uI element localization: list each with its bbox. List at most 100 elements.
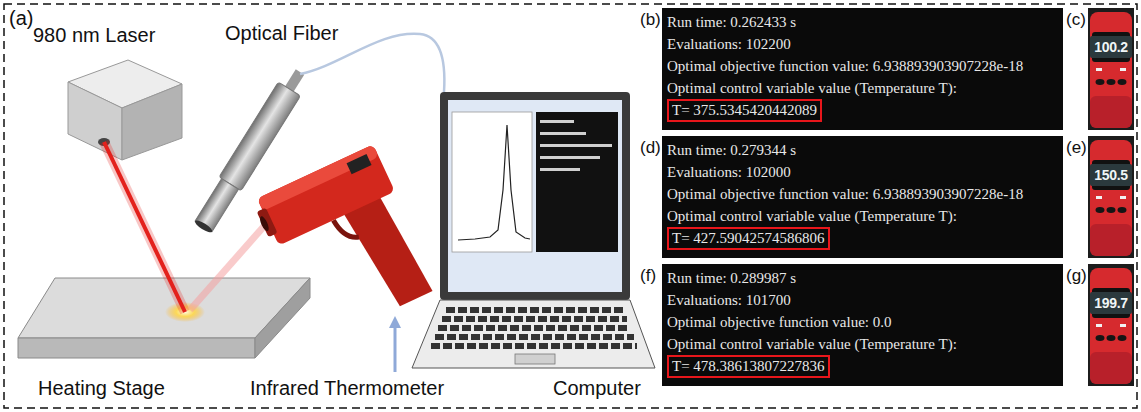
result-highlight-box: T= 375.5345420442089 (667, 99, 822, 122)
key-row (435, 334, 634, 340)
panel-letter: (e) (1066, 138, 1087, 158)
device-button (1096, 79, 1105, 85)
device-icon (1096, 324, 1102, 327)
probe-body (219, 82, 300, 191)
device-icon (1096, 196, 1102, 199)
component-label: Heating Stage (38, 377, 165, 400)
device-lower (1090, 352, 1132, 384)
key-row (446, 307, 624, 313)
infrared-beam (190, 224, 266, 310)
panel-letter: (f) (640, 266, 656, 286)
terminal-line: Optimal objective function value: 6.9388… (667, 55, 1023, 77)
device-body (1090, 12, 1132, 128)
component-label: 980 nm Laser (33, 24, 155, 47)
console-line (540, 168, 580, 171)
device-body (1090, 268, 1132, 384)
thermometer-display: 199.7 (1090, 292, 1132, 314)
terminal-line: Optimal control variable value (Temperat… (667, 205, 957, 227)
thermometer-photo (1088, 136, 1134, 258)
key-row (438, 325, 630, 331)
device-icon (1096, 68, 1102, 71)
temperature-result: T= 427.59042574586806 (672, 229, 825, 248)
photo-ground (1088, 8, 1134, 130)
console-line (540, 156, 600, 159)
thermometer-display: 100.2 (1090, 36, 1132, 58)
screen-plot (452, 112, 532, 252)
console-line (540, 132, 586, 135)
console-line (540, 120, 574, 123)
screen-console (536, 112, 618, 252)
laser-front (68, 82, 122, 160)
pointer-arrow (394, 322, 397, 372)
key-row (431, 343, 637, 349)
device-icon (1120, 196, 1126, 199)
terminal-window: Run time: 0.262433 sEvaluations: 102200O… (662, 8, 1063, 130)
device-button (1107, 207, 1116, 213)
stage-side (255, 278, 310, 358)
stage-front (18, 338, 255, 358)
photo-ground (1088, 136, 1134, 258)
terminal-line: Optimal objective function value: 0.0 (667, 311, 892, 333)
thermometer-handle (343, 193, 432, 311)
laser-beam (104, 142, 185, 312)
laser-source (68, 60, 182, 160)
terminal-line: Evaluations: 102000 (667, 161, 791, 183)
terminal-window: Run time: 0.289987 sEvaluations: 101700O… (662, 264, 1063, 386)
thermometer-display: 150.5 (1090, 164, 1132, 186)
device-body (1090, 140, 1132, 256)
terminal-line: Optimal control variable value (Temperat… (667, 77, 957, 99)
device-button (1107, 335, 1116, 341)
panel-letter: (b) (640, 10, 661, 30)
temperature-result: T= 478.38613807227836 (672, 357, 825, 376)
laptop (412, 92, 655, 368)
infrared-thermometer (251, 144, 440, 344)
terminal-window: Run time: 0.279344 sEvaluations: 102000O… (662, 136, 1063, 258)
thermometer-highlight (257, 144, 379, 211)
panel-letter: (g) (1066, 266, 1087, 286)
device-lower (1090, 96, 1132, 128)
thermometer-head (257, 144, 395, 245)
panel-letter: (d) (640, 138, 661, 158)
temperature-result: T= 375.5345420442089 (672, 101, 817, 120)
terminal-line: Run time: 0.262433 s (667, 11, 796, 33)
device-lower (1090, 224, 1132, 256)
probe-end (193, 219, 213, 235)
terminal-line: Evaluations: 101700 (667, 289, 791, 311)
device-button (1118, 207, 1127, 213)
thermometer-lens (258, 215, 270, 232)
device-icon (1120, 68, 1126, 71)
laptop-base (412, 300, 655, 368)
component-label: Optical Fiber (225, 22, 338, 45)
key-row (442, 316, 627, 322)
device-icon (1120, 324, 1126, 327)
thermometer-photo (1088, 264, 1134, 386)
device-button (1107, 79, 1116, 85)
device-button (1096, 335, 1105, 341)
result-highlight-box: T= 427.59042574586806 (667, 227, 830, 250)
terminal-line: Run time: 0.279344 s (667, 139, 796, 161)
laser-glow (104, 142, 185, 312)
component-label: Computer (553, 377, 641, 400)
laptop-screen (448, 100, 622, 292)
thermometer-photo (1088, 8, 1134, 130)
terminal-line: Run time: 0.289987 s (667, 267, 796, 289)
photo-ground (1088, 264, 1134, 386)
result-highlight-box: T= 478.38613807227836 (667, 355, 830, 378)
dashed-border (4, 4, 1137, 408)
laptop-lid (440, 92, 630, 300)
device-button (1118, 79, 1127, 85)
panel-letter: (a) (9, 7, 33, 30)
heating-stage (18, 278, 310, 358)
terminal-line: Evaluations: 102200 (667, 33, 791, 55)
console-line (540, 144, 612, 147)
panel-letter: (c) (1066, 10, 1086, 30)
terminal-line: Optimal control variable value (Temperat… (667, 333, 957, 355)
device-button (1118, 335, 1127, 341)
thermometer-nozzle (257, 208, 278, 238)
display-reading: 100.2 (1094, 38, 1128, 56)
touchpad (515, 354, 555, 364)
display-reading: 199.7 (1094, 294, 1128, 312)
component-label: Infrared Thermometer (250, 377, 444, 400)
device-button (1096, 207, 1105, 213)
